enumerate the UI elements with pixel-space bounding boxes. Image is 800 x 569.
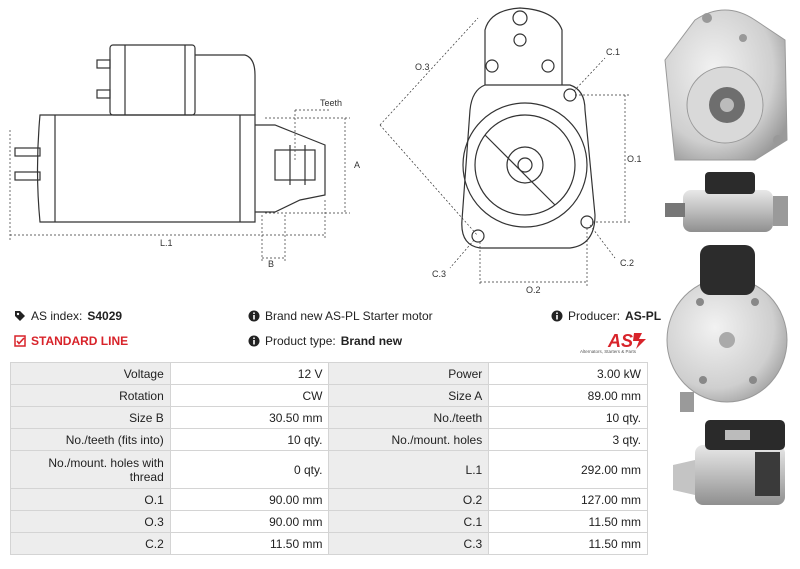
motor-body-shape [36,114,256,223]
spec-value: 292.00 mm [488,450,648,489]
spec-label: No./mount. holes with thread [10,450,171,489]
spec-label: Size A [328,384,490,407]
checkbox-icon [14,335,26,347]
spec-value: 0 qty. [169,450,330,489]
product-photos [664,9,788,505]
spec-value: 11.50 mm [488,532,648,555]
spec-label: Voltage [10,362,171,385]
table-row: No./mount. holes with thread 0 qty. L.1 … [10,450,648,489]
product-type-label: Product type: [265,334,336,348]
spec-value: 12 V [169,362,330,385]
table-row: No./teeth (fits into) 10 qty. No./mount.… [10,428,648,451]
spec-label: C.3 [328,532,490,555]
label-o1: O.1 [627,154,642,164]
spec-value: 3 qty. [488,428,648,451]
product-info: AS index: S4029 STANDARD LINE Brand new … [14,307,661,357]
spec-label: O.3 [10,510,171,533]
as-index-label: AS index: [31,309,83,323]
spec-label: O.1 [10,488,171,511]
svg-text:AS: AS [607,331,633,351]
description-text: Brand new AS-PL Starter motor [265,309,433,323]
spec-value: 90.00 mm [169,488,330,511]
spec-value: 127.00 mm [488,488,648,511]
spec-label: O.2 [328,488,490,511]
photo-side-view-small [665,172,788,232]
as-pl-logo: AS [607,331,646,351]
producer-label: Producer: [568,309,621,323]
spec-value: 90.00 mm [169,510,330,533]
label-l1: L.1 [160,238,173,248]
spec-value: CW [169,384,330,407]
info-icon [551,310,563,322]
technical-drawing: L.1 B A Teeth O.3 O.1 O.2 C.1 C.2 C.3 [9,7,642,295]
spec-label: Size B [10,406,171,429]
photo-rear-view [666,245,788,412]
hole-c3 [471,229,485,243]
label-o2: O.2 [526,285,541,295]
as-index: AS index: S4029 [14,309,122,323]
table-row: O.3 90.00 mm C.1 11.50 mm [10,510,648,533]
front-housing [461,84,596,249]
front-flange-top [484,7,563,85]
table-row: C.2 11.50 mm C.3 11.50 mm [10,532,648,555]
spec-value: 30.50 mm [169,406,330,429]
spec-value: 11.50 mm [169,532,330,555]
spec-label: C.1 [328,510,490,533]
tag-icon [15,311,25,321]
spec-value: 10 qty. [488,406,648,429]
producer-value: AS-PL [625,309,662,323]
spec-label: Rotation [10,384,171,407]
spec-value: 11.50 mm [488,510,648,533]
label-b: B [268,259,274,269]
info-icon [248,310,260,322]
spec-label: C.2 [10,532,171,555]
table-row: O.1 90.00 mm O.2 127.00 mm [10,488,648,511]
spec-value: 3.00 kW [488,362,648,385]
label-c1: C.1 [606,47,620,57]
spec-label: Power [328,362,490,385]
spec-label: No./mount. holes [328,428,490,451]
label-teeth: Teeth [320,98,342,108]
label-c2: C.2 [620,258,634,268]
photo-front-view [664,9,788,161]
table-row: Voltage 12 V Power 3.00 kW [10,362,648,385]
spec-label: L.1 [328,450,490,489]
spec-value: 89.00 mm [488,384,648,407]
description: Brand new AS-PL Starter motor [248,309,433,323]
producer: Producer: AS-PL [551,309,661,323]
standard-line-label: STANDARD LINE [31,334,129,348]
spec-table: Voltage 12 V Power 3.00 kW Rotation CW S… [10,362,648,555]
standard-line: STANDARD LINE [14,334,128,348]
label-a: A [354,160,360,170]
solenoid-shape [109,44,196,116]
info-icon [248,335,260,347]
spec-label: No./teeth (fits into) [10,428,171,451]
logo-caption: Alternators, Starters & Parts [580,349,637,354]
spec-label: No./teeth [328,406,490,429]
spec-value: 10 qty. [169,428,330,451]
table-row: Rotation CW Size A 89.00 mm [10,384,648,407]
product-type-value: Brand new [340,334,403,348]
photo-side-view-large [673,420,785,505]
as-index-value: S4029 [87,309,123,323]
label-o3: O.3 [415,62,430,72]
product-type: Product type: Brand new [248,334,402,348]
label-c3: C.3 [432,269,446,279]
table-row: Size B 30.50 mm No./teeth 10 qty. [10,406,648,429]
